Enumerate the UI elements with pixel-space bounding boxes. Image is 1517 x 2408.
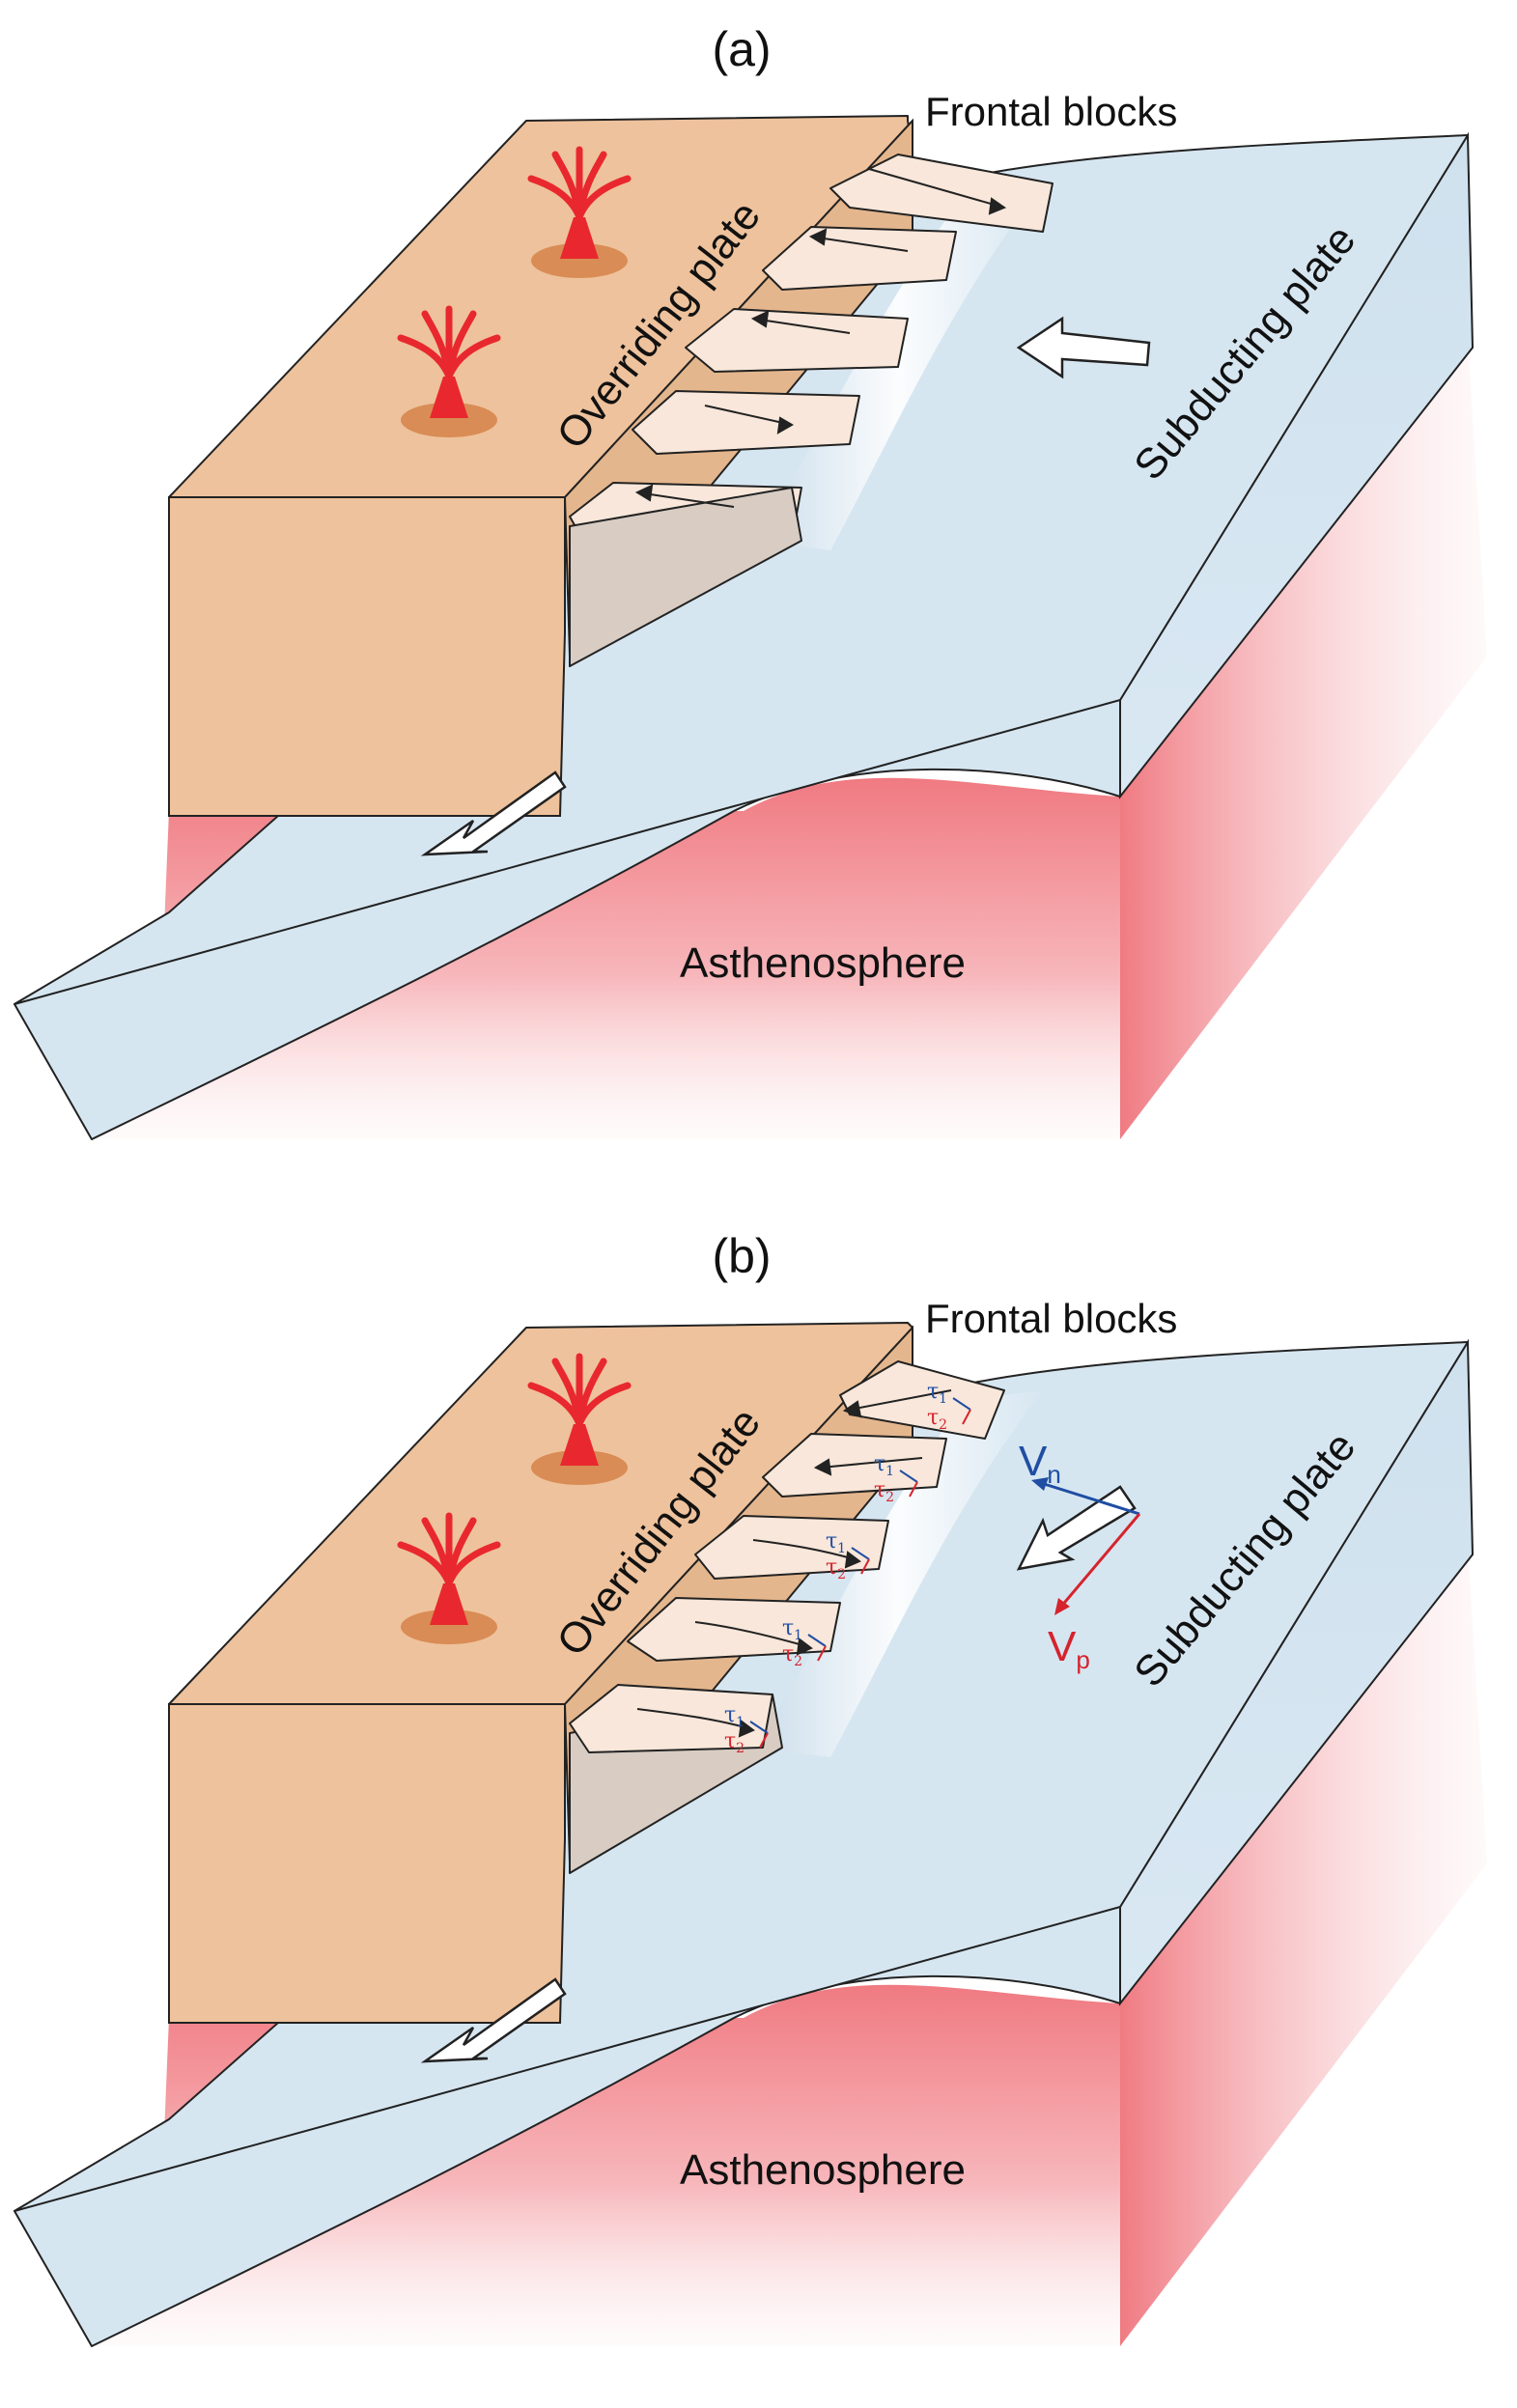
vn-symbol: Vn (1019, 1438, 1061, 1489)
block-arrow (849, 1389, 952, 1411)
volcano-icon (397, 1512, 501, 1644)
block-arrows-a (634, 168, 1007, 508)
overriding-plate-front (168, 496, 566, 817)
frontal-block (762, 226, 957, 291)
arrowhead (808, 228, 828, 246)
block-arrow (752, 1539, 856, 1560)
frontal-block (685, 308, 909, 373)
block-arrows-b (636, 1389, 952, 1738)
block-arrow (704, 405, 793, 426)
panel-a: (a) (14, 22, 1487, 1140)
arrowhead (988, 197, 1007, 215)
trench-highlight (753, 1390, 1043, 1757)
frontal-blocks-label: Frontal blocks (925, 89, 1177, 134)
block-arrow (810, 236, 909, 252)
block-arrow (820, 1457, 923, 1469)
arrowhead (634, 484, 654, 502)
vp-vector (1054, 1513, 1141, 1615)
frontal-blocks-b (569, 1360, 1005, 1874)
panel-b: (b) (14, 1229, 1487, 2347)
asthenosphere-side (1120, 1545, 1487, 2346)
block-arrow (752, 318, 851, 334)
block-arrow (636, 1708, 749, 1729)
frontal-block (694, 1515, 889, 1580)
slab-motion-arrow (420, 770, 567, 856)
frontal-blocks-label: Frontal blocks (925, 1296, 1177, 1341)
asthenosphere-label: Asthenosphere (680, 2146, 966, 2194)
volcano-icon (527, 1353, 632, 1485)
vn-vector (1031, 1477, 1140, 1516)
volcano-icon (527, 146, 632, 278)
frontal-block (632, 390, 860, 455)
slab-motion-arrow (420, 1977, 567, 2063)
arrowhead (813, 1458, 832, 1476)
block-arrow (694, 1621, 807, 1647)
frontal-blocks-a (569, 154, 1053, 667)
asthenosphere-side (1120, 338, 1487, 1139)
volcano-icon (397, 305, 501, 437)
overriding-plate-front (168, 1703, 566, 2024)
panel-b-label: (b) (712, 1229, 771, 1283)
arrowhead (738, 1720, 755, 1738)
overriding-plate-top (168, 1322, 913, 1705)
block-arrow (868, 168, 1005, 209)
arrowhead (776, 416, 794, 434)
vp-symbol: Vp (1048, 1623, 1090, 1674)
subducting-motion-arrow (1016, 1485, 1137, 1571)
arrowhead (796, 1638, 813, 1656)
asthenosphere-label: Asthenosphere (680, 939, 966, 987)
panel-a-label: (a) (712, 22, 771, 76)
shear-stress-vectors: τ1 τ2 τ1 τ2 τ1 τ2 τ1 τ2 (724, 1380, 971, 1756)
frontal-block (569, 1684, 773, 1753)
arrowhead (844, 1551, 861, 1569)
block-arrow (636, 491, 735, 508)
frontal-block-base (569, 487, 802, 667)
arrowhead (750, 310, 770, 328)
subducting-motion-arrow (1016, 316, 1151, 379)
arrowhead (842, 1400, 862, 1418)
